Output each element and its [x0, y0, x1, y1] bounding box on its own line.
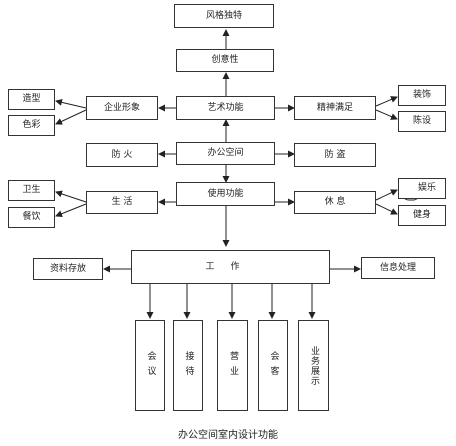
furnishing-box: 陈设 [398, 111, 446, 132]
office-space-label: 办公空间 [207, 148, 244, 158]
use-function-box: 使用功能 [176, 182, 275, 206]
hygiene-box: 卫生 [8, 180, 55, 201]
work-label: 工作 [205, 261, 256, 272]
art-function-label: 艺术功能 [207, 102, 244, 113]
entertainment-label: 娱乐 [417, 183, 436, 193]
guest-box: 会客 [258, 320, 288, 411]
creativity-box: 创意性 [176, 49, 274, 72]
arrow-spirit-to-furnish [375, 109, 398, 120]
corporate-image-label: 企业形象 [103, 102, 140, 113]
living-label: 生 活 [111, 197, 133, 207]
archive-box: 资料存放 [33, 258, 103, 280]
rest-box: 休 息 [294, 191, 376, 214]
business-box: 营业 [217, 320, 248, 411]
entertainment-box: 娱乐 [398, 178, 446, 199]
arrow-rest-to-ent [375, 189, 398, 201]
style-unique-box: 风格独特 [174, 4, 274, 28]
info-processing-label: 信息处理 [379, 262, 416, 273]
guest-label: 会客 [268, 350, 279, 381]
arrow-rest-to-fitness [375, 203, 398, 215]
theft-prevention-box: 防 盗 [294, 143, 376, 167]
theft-prevention-label: 防 盗 [324, 149, 346, 160]
reception-box: 接待 [173, 320, 203, 411]
color-label: 色彩 [22, 120, 41, 130]
fire-prevention-box: 防 火 [86, 143, 158, 167]
fitness-label: 健身 [412, 210, 431, 220]
figure-caption: 办公空间室内设计功能 [178, 430, 278, 441]
use-function-label: 使用功能 [207, 188, 244, 199]
meeting-label: 会议 [145, 350, 156, 381]
color-box: 色彩 [8, 115, 55, 136]
modeling-box: 造型 [8, 89, 55, 110]
hygiene-label: 卫生 [22, 185, 41, 195]
decoration-box: 装饰 [398, 85, 446, 106]
decoration-label: 装饰 [412, 90, 431, 100]
dining-box: 餐饮 [8, 207, 55, 228]
spiritual-satisfaction-label: 精神满足 [316, 102, 353, 113]
style-unique-label: 风格独特 [205, 10, 242, 21]
reception-label: 接待 [183, 350, 194, 381]
arrow-corp-to-model [55, 98, 87, 109]
arrow-corp-to-color [55, 109, 87, 125]
furnishing-label: 陈设 [412, 116, 431, 126]
work-box: 工作 [131, 250, 330, 284]
modeling-label: 造型 [22, 94, 41, 104]
rest-label: 休 息 [324, 197, 346, 207]
business-display-label: 业务展示 [309, 345, 319, 386]
arrow-life-to-dining [55, 203, 87, 218]
living-box: 生 活 [86, 191, 158, 214]
fitness-box: 健身 [398, 205, 446, 226]
spiritual-satisfaction-box: 精神满足 [294, 96, 376, 120]
arrow-spirit-to-decor [375, 96, 398, 107]
creativity-label: 创意性 [211, 55, 239, 65]
info-processing-box: 信息处理 [361, 257, 435, 279]
office-space-box: 办公空间 [176, 142, 275, 165]
business-label: 营业 [228, 350, 238, 381]
archive-label: 资料存放 [49, 263, 86, 274]
business-display-box: 业务展示 [298, 320, 329, 411]
fire-prevention-label: 防 火 [111, 149, 133, 160]
meeting-box: 会议 [135, 320, 165, 411]
corporate-image-box: 企业形象 [86, 96, 158, 120]
art-function-box: 艺术功能 [176, 96, 275, 120]
arrow-life-to-hygiene [55, 190, 87, 203]
dining-label: 餐饮 [22, 212, 41, 222]
